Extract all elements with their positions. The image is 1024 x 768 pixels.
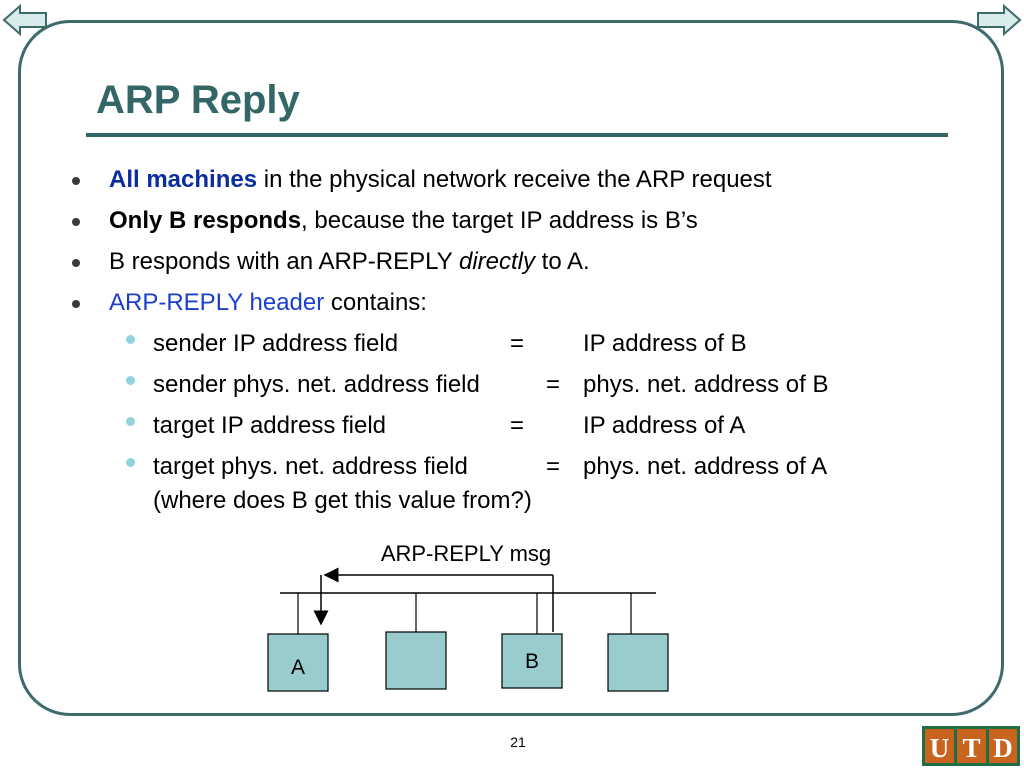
host-a-box — [267, 633, 329, 692]
field-equals: = — [546, 371, 561, 398]
sub-bullet-dot — [126, 376, 135, 385]
bullet-emphasis: Only B responds — [109, 207, 302, 234]
field-value: IP address of A — [583, 412, 746, 439]
logo-tile — [957, 729, 986, 763]
field-name: sender phys. net. address field — [153, 371, 480, 398]
logo-tile — [925, 729, 954, 763]
bullet-all-machines: All machines in the physical network rec… — [109, 165, 772, 195]
bullet-dot — [72, 300, 80, 308]
bullet-text: in the physical network receive the ARP … — [257, 166, 772, 193]
sub-bullet-dot — [126, 335, 135, 344]
bullet-b-responds-directly: B responds with an ARP-REPLY directly to… — [109, 247, 590, 277]
host-a-label: A — [291, 656, 305, 679]
host-b-box — [501, 633, 563, 689]
field-name: target phys. net. address field — [153, 453, 468, 480]
field-equals: = — [510, 412, 525, 439]
bullet-highlight: ARP-REPLY header — [109, 289, 325, 316]
bullet-text: , because the target IP address is B’s — [301, 207, 698, 234]
slide-frame — [18, 20, 1004, 716]
host-b-label: B — [525, 650, 539, 673]
bullet-only-b-responds: Only B responds, because the target IP a… — [109, 206, 698, 236]
title-underline — [86, 133, 948, 137]
field-value: IP address of B — [583, 330, 747, 357]
field-value: phys. net. address of A — [583, 453, 828, 480]
logo-tile — [989, 729, 1017, 763]
bullet-text: B responds with an ARP-REPLY — [109, 248, 459, 275]
utd-logo: U T D — [922, 726, 1020, 766]
previous-slide-button[interactable] — [2, 4, 48, 36]
sub-bullet-dot — [126, 417, 135, 426]
logo-letter: T — [962, 733, 980, 763]
left-arrow-icon — [2, 4, 47, 36]
sub-bullet-dot — [126, 458, 135, 467]
right-arrow-icon — [977, 4, 1022, 36]
host-box — [607, 633, 669, 692]
message-label: ARP-REPLY msg — [381, 541, 551, 566]
bullet-emphasis: All machines — [109, 166, 258, 193]
bullet-dot — [72, 259, 80, 267]
next-slide-button[interactable] — [976, 4, 1022, 36]
logo-letter: U — [930, 733, 950, 763]
bullet-text: contains: — [324, 289, 427, 316]
field-name: target IP address field — [153, 412, 387, 439]
field-value: phys. net. address of B — [583, 371, 829, 398]
bullet-dot — [72, 177, 80, 185]
bullet-dot — [72, 218, 80, 226]
field-equals: = — [510, 330, 525, 357]
host-box — [385, 631, 447, 690]
logo-letter: D — [993, 733, 1013, 763]
bullet-header-contains: ARP-REPLY header contains: — [109, 288, 427, 318]
field-name: sender IP address field — [153, 330, 399, 357]
page-number: 21 — [510, 734, 526, 750]
field-equals: = — [546, 453, 561, 480]
bullet-text: to A. — [535, 248, 590, 275]
field-note: (where does B get this value from?) — [153, 487, 532, 514]
bullet-italic: directly — [458, 248, 535, 275]
slide-title: ARP Reply — [96, 78, 300, 122]
